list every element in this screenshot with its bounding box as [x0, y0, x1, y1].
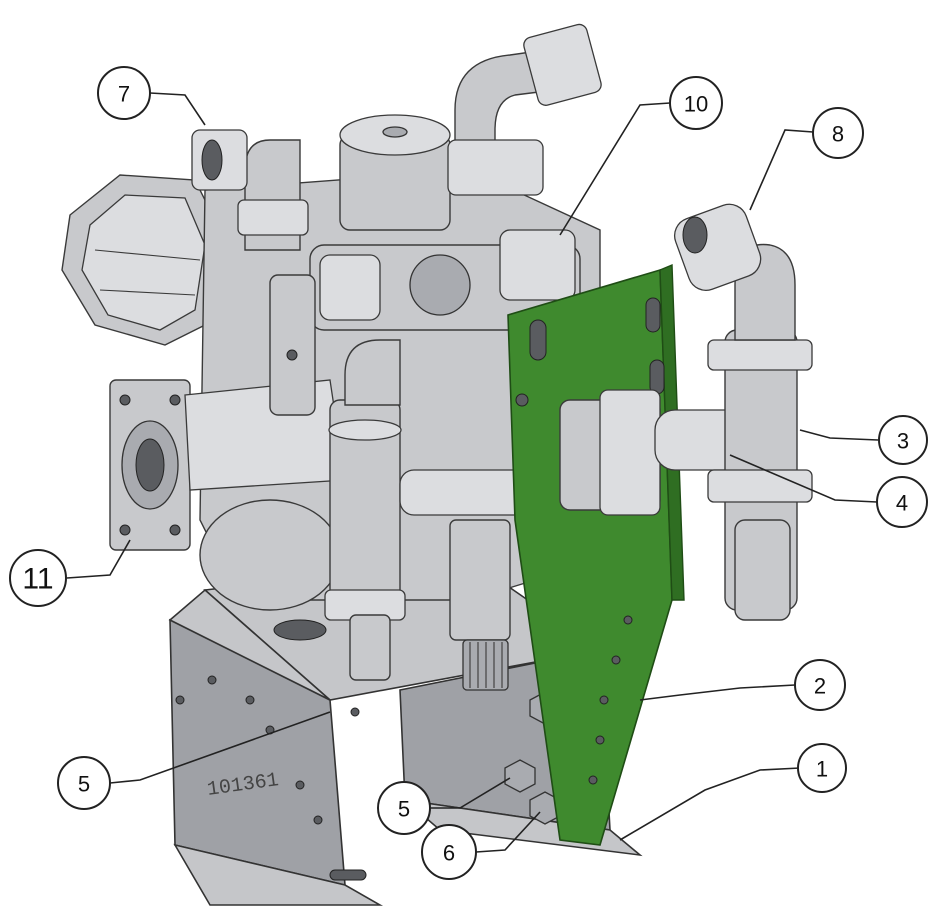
- callout-label: 1: [816, 757, 828, 782]
- base-bracket: 101361: [168, 559, 643, 906]
- callout-label: 3: [897, 429, 909, 454]
- callout-label: 5: [398, 797, 410, 822]
- callout-leaders: [66, 92, 879, 853]
- callout-5-middle: 5: [377, 781, 431, 835]
- callout-2: 2: [794, 659, 846, 711]
- nut: [504, 759, 536, 793]
- callout-10: 10: [669, 76, 723, 130]
- callout-label: 8: [832, 122, 844, 147]
- callout-1: 1: [797, 743, 847, 793]
- callout-label: 7: [118, 82, 130, 107]
- callout-label: 10: [684, 92, 708, 117]
- callout-11: 11: [9, 549, 67, 607]
- callout-6: 6: [421, 824, 477, 880]
- callout-7: 7: [97, 66, 151, 120]
- callout-3: 3: [878, 415, 928, 465]
- callout-8: 8: [812, 107, 864, 159]
- pump-body: [61, 23, 602, 691]
- callout-4: 4: [876, 476, 928, 528]
- callout-label: 11: [22, 563, 53, 596]
- callout-label: 6: [443, 841, 455, 866]
- callout-label: 5: [78, 772, 90, 797]
- discharge-piping: [559, 203, 813, 621]
- callout-5-left: 5: [57, 756, 111, 810]
- callout-label: 2: [814, 674, 826, 699]
- callout-label: 4: [896, 491, 908, 516]
